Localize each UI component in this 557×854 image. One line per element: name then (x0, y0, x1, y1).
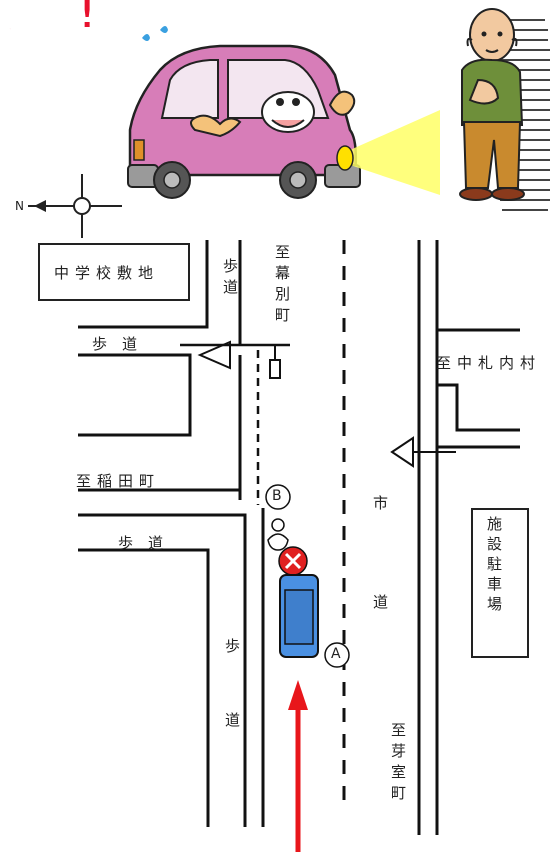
point-a-label: A (331, 646, 341, 662)
direction-arrow-icon (288, 680, 308, 852)
sweat-drop-icon (160, 26, 168, 33)
pedestrian-pants (462, 121, 522, 189)
sidewalk-top-left-label: 歩 道 (92, 335, 138, 353)
hand-icon (328, 90, 356, 116)
point-b-label: B (272, 488, 282, 504)
north-arrow-icon (34, 200, 46, 212)
sidewalk-vertical-bottom-label: 歩 道 (223, 638, 241, 749)
sidewalk-mid-left-label: 歩 道 (118, 534, 164, 552)
sidewalk-vertical-top-label: 歩道 (221, 258, 239, 300)
car-illustration (127, 26, 440, 199)
hand-icon (468, 78, 500, 105)
pedestrian-head (469, 8, 515, 62)
road-lines (78, 240, 520, 835)
stop-sign-marker (390, 436, 414, 468)
school-label: 中学校敷地 (54, 264, 160, 282)
to-makubetsu-label: 至幕別町 (273, 244, 291, 328)
to-memuro-label: 至芽室町 (389, 722, 407, 806)
facility-parking-label: 施設駐車場 (485, 516, 503, 616)
city-road-label: 市 道 (371, 495, 389, 627)
stop-sign-marker (180, 340, 290, 379)
to-inada-label: 至稲田町 (76, 472, 161, 490)
hand-icon (190, 114, 242, 138)
sweat-drop-icon (142, 34, 150, 41)
pedestrian-icon (267, 518, 289, 551)
to-nakasatsunai-label: 至中札内村 (436, 354, 542, 372)
facility-parking-box (471, 508, 529, 658)
collision-mark-icon (278, 546, 308, 576)
danger-banner: 危険! (0, 0, 99, 39)
school-box (38, 243, 190, 301)
point-b-circle (265, 484, 291, 510)
compass-n-label: N (15, 199, 24, 213)
pedestrian-illustration (459, 8, 550, 211)
north-compass (28, 174, 122, 238)
car-rear-window (160, 59, 219, 119)
headlight-beam (350, 110, 440, 195)
headlight-icon (336, 145, 354, 171)
point-a-circle (324, 642, 350, 668)
